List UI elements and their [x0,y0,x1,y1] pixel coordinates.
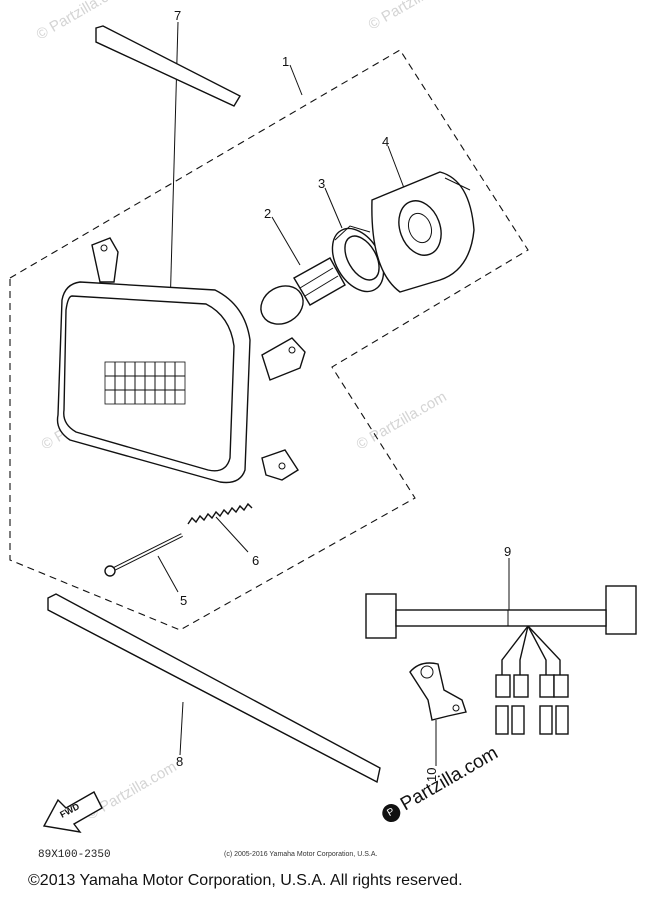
callout-5: 5 [180,593,187,608]
callout-7: 7 [174,8,181,23]
side-mount-bracket [261,337,306,381]
callout-10: 10 [424,768,439,782]
headlight-bulb [260,257,346,325]
upper-mount-bracket [91,237,119,283]
watermark-mid-right: © Partzilla.com [354,388,450,453]
callout-3: 3 [318,176,325,191]
wire-harness [365,585,637,735]
callout-8: 8 [176,754,183,769]
adjusting-screw [104,533,183,577]
watermark-top-right: © Partzilla.com [366,0,462,33]
footer-copyright: ©2013 Yamaha Motor Corporation, U.S.A. A… [28,872,463,889]
headlight-lens [63,295,235,472]
lower-trim-strip [47,593,381,784]
forward-direction-arrow: FWD [42,791,103,833]
leader-lines [157,21,510,766]
diagram-part-code: 89X100-2350 [38,849,111,861]
lens-grid-pattern [104,361,186,405]
upper-trim-strip [95,25,241,107]
dust-cover-boot [371,171,475,293]
callout-4: 4 [382,134,389,149]
watermark-bottom-left: © Partzilla.com [84,758,180,823]
adjusting-spring [187,502,253,525]
wire-clamp [409,662,467,721]
callout-6: 6 [252,553,259,568]
callout-2: 2 [264,206,271,221]
callout-9: 9 [504,544,511,559]
callout-1: 1 [282,54,289,69]
lower-mount-bracket [261,449,299,481]
diagram-small-copyright: (c) 2005-2016 Yamaha Motor Corporation, … [224,851,378,858]
